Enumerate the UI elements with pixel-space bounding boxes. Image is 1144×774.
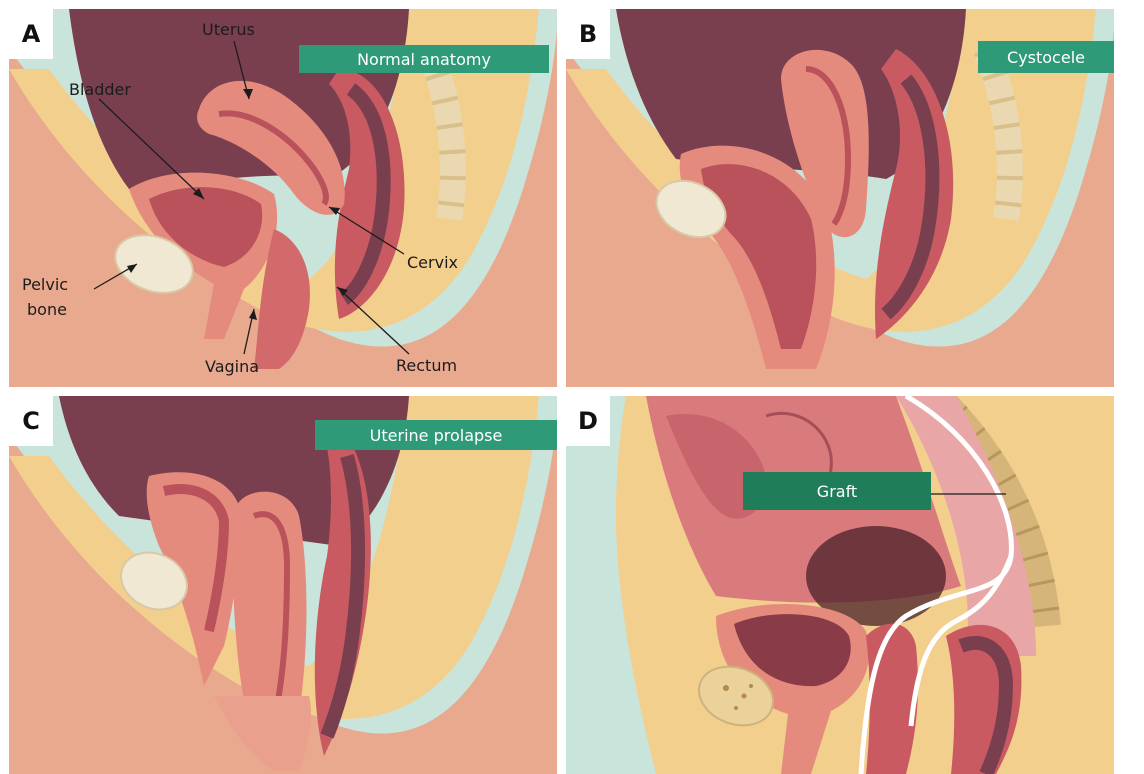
label-cervix: Cervix — [407, 253, 458, 273]
panel-b-cystocele: B Cystocele — [566, 9, 1114, 387]
panel-a-normal-anatomy: A Normal anatomy Uterus Bladder Cervix P… — [9, 9, 557, 387]
uterine-prolapse-illustration — [9, 396, 557, 774]
label-pelvic-bone-line2: bone — [27, 300, 67, 320]
graft-illustration — [566, 396, 1114, 774]
label-pelvic-bone-line1: Pelvic — [22, 275, 68, 295]
label-bladder: Bladder — [69, 80, 131, 100]
graft-label-badge: Graft — [743, 472, 931, 510]
panel-letter: D — [566, 396, 610, 446]
panel-c-uterine-prolapse: C Uterine prolapse — [9, 396, 557, 774]
label-rectum: Rectum — [396, 356, 457, 376]
panel-d-graft: D Graft — [566, 396, 1114, 774]
panel-letter: B — [566, 9, 610, 59]
panel-letter: A — [9, 9, 53, 59]
panel-title-badge: Cystocele — [978, 41, 1114, 73]
panel-letter: C — [9, 396, 53, 446]
panel-title-badge: Uterine prolapse — [315, 420, 557, 450]
panel-title-badge: Normal anatomy — [299, 45, 549, 73]
label-uterus: Uterus — [202, 20, 255, 40]
label-vagina: Vagina — [205, 357, 259, 377]
